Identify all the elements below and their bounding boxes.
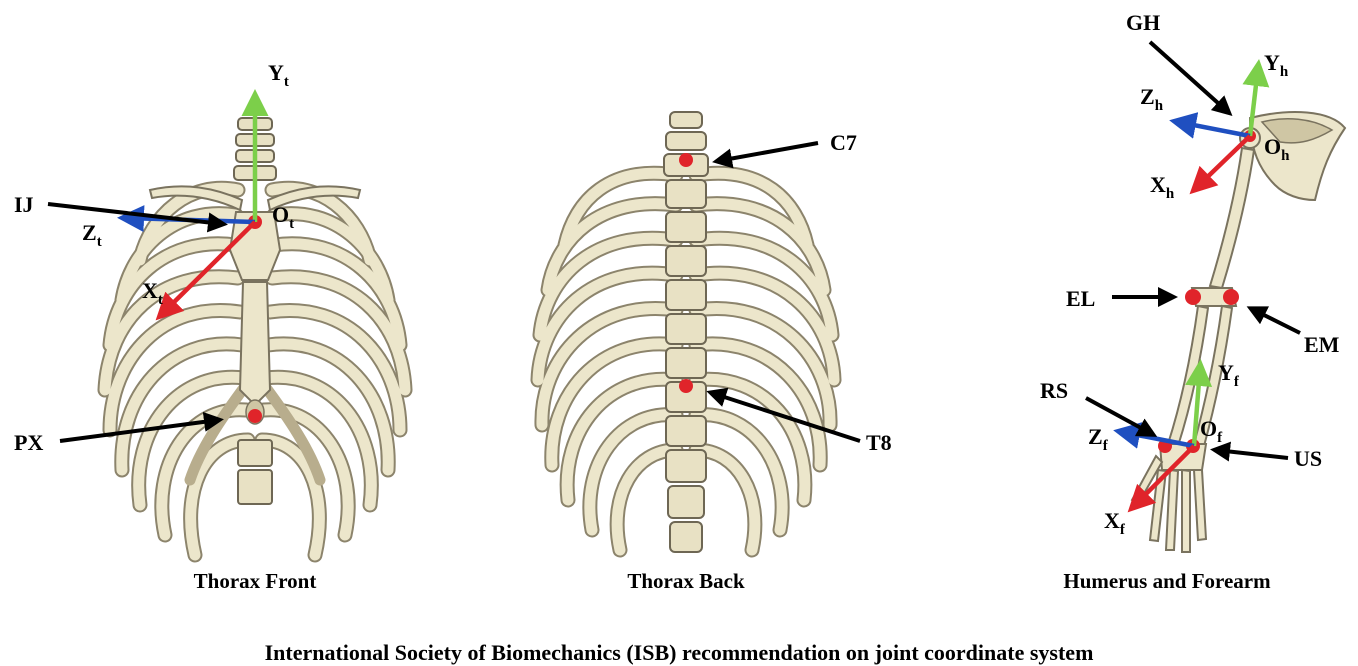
z-axis-humerus-label: Zh	[1140, 84, 1164, 114]
figure-footer-caption: International Society of Biomechanics (I…	[265, 640, 1094, 665]
z-axis-forearm-label: Zf	[1088, 424, 1109, 454]
el-landmark-dot	[1185, 289, 1201, 305]
thorax-back-caption: Thorax Back	[627, 569, 745, 593]
humerus-forearm-panel: GH EL EM RS US Yh Zh Xh Oh Yf Zf Xf Of H…	[1040, 10, 1345, 593]
t8-landmark-dot	[679, 379, 693, 393]
em-landmark-dot	[1223, 289, 1239, 305]
gh-label: GH	[1126, 10, 1160, 35]
thorax-back-illustration	[538, 112, 834, 552]
x-axis-humerus-label: Xh	[1150, 172, 1175, 202]
em-pointer-arrow	[1252, 309, 1300, 333]
z-axis-thorax-label: Zt	[82, 220, 102, 250]
y-axis-thorax-label: Yt	[268, 60, 289, 90]
t8-label: T8	[866, 430, 892, 455]
humerus-forearm-caption: Humerus and Forearm	[1063, 569, 1271, 593]
y-axis-humerus-label: Yh	[1264, 50, 1289, 80]
em-label: EM	[1304, 332, 1340, 357]
px-label: PX	[14, 430, 43, 455]
ij-label: IJ	[14, 192, 34, 217]
thorax-front-caption: Thorax Front	[194, 569, 317, 593]
us-label: US	[1294, 446, 1322, 471]
z-axis-humerus	[1178, 122, 1250, 136]
el-label: EL	[1066, 286, 1095, 311]
c7-pointer-arrow	[718, 143, 818, 161]
y-axis-forearm-label: Yf	[1218, 360, 1240, 390]
us-pointer-arrow	[1216, 450, 1288, 458]
x-axis-forearm-label: Xf	[1104, 508, 1126, 538]
rs-label: RS	[1040, 378, 1068, 403]
c7-label: C7	[830, 130, 857, 155]
px-landmark-dot	[248, 409, 262, 423]
thorax-back-panel: C7 T8 Thorax Back	[538, 112, 892, 593]
c7-landmark-dot	[679, 153, 693, 167]
z-axis-forearm	[1122, 432, 1194, 446]
thorax-front-panel: IJ PX Yt Zt Xt Ot Thorax Front	[14, 60, 405, 593]
